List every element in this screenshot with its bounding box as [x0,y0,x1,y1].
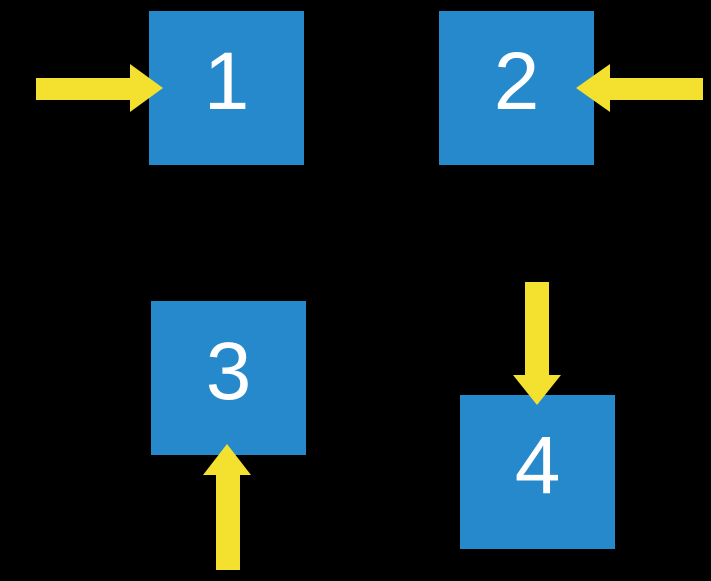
arrow-up-icon [203,444,251,570]
square-2-label: 2 [493,36,540,127]
square-2: 2 [439,11,594,165]
square-4: 4 [460,395,615,549]
square-1-label: 1 [203,36,250,127]
square-4-label: 4 [514,420,561,511]
arrow-down-icon [513,282,561,405]
arrow-left-icon [576,64,703,112]
arrow-right-icon [36,64,163,112]
square-3-label: 3 [205,326,252,417]
square-3: 3 [151,301,306,455]
square-1: 1 [149,11,304,165]
